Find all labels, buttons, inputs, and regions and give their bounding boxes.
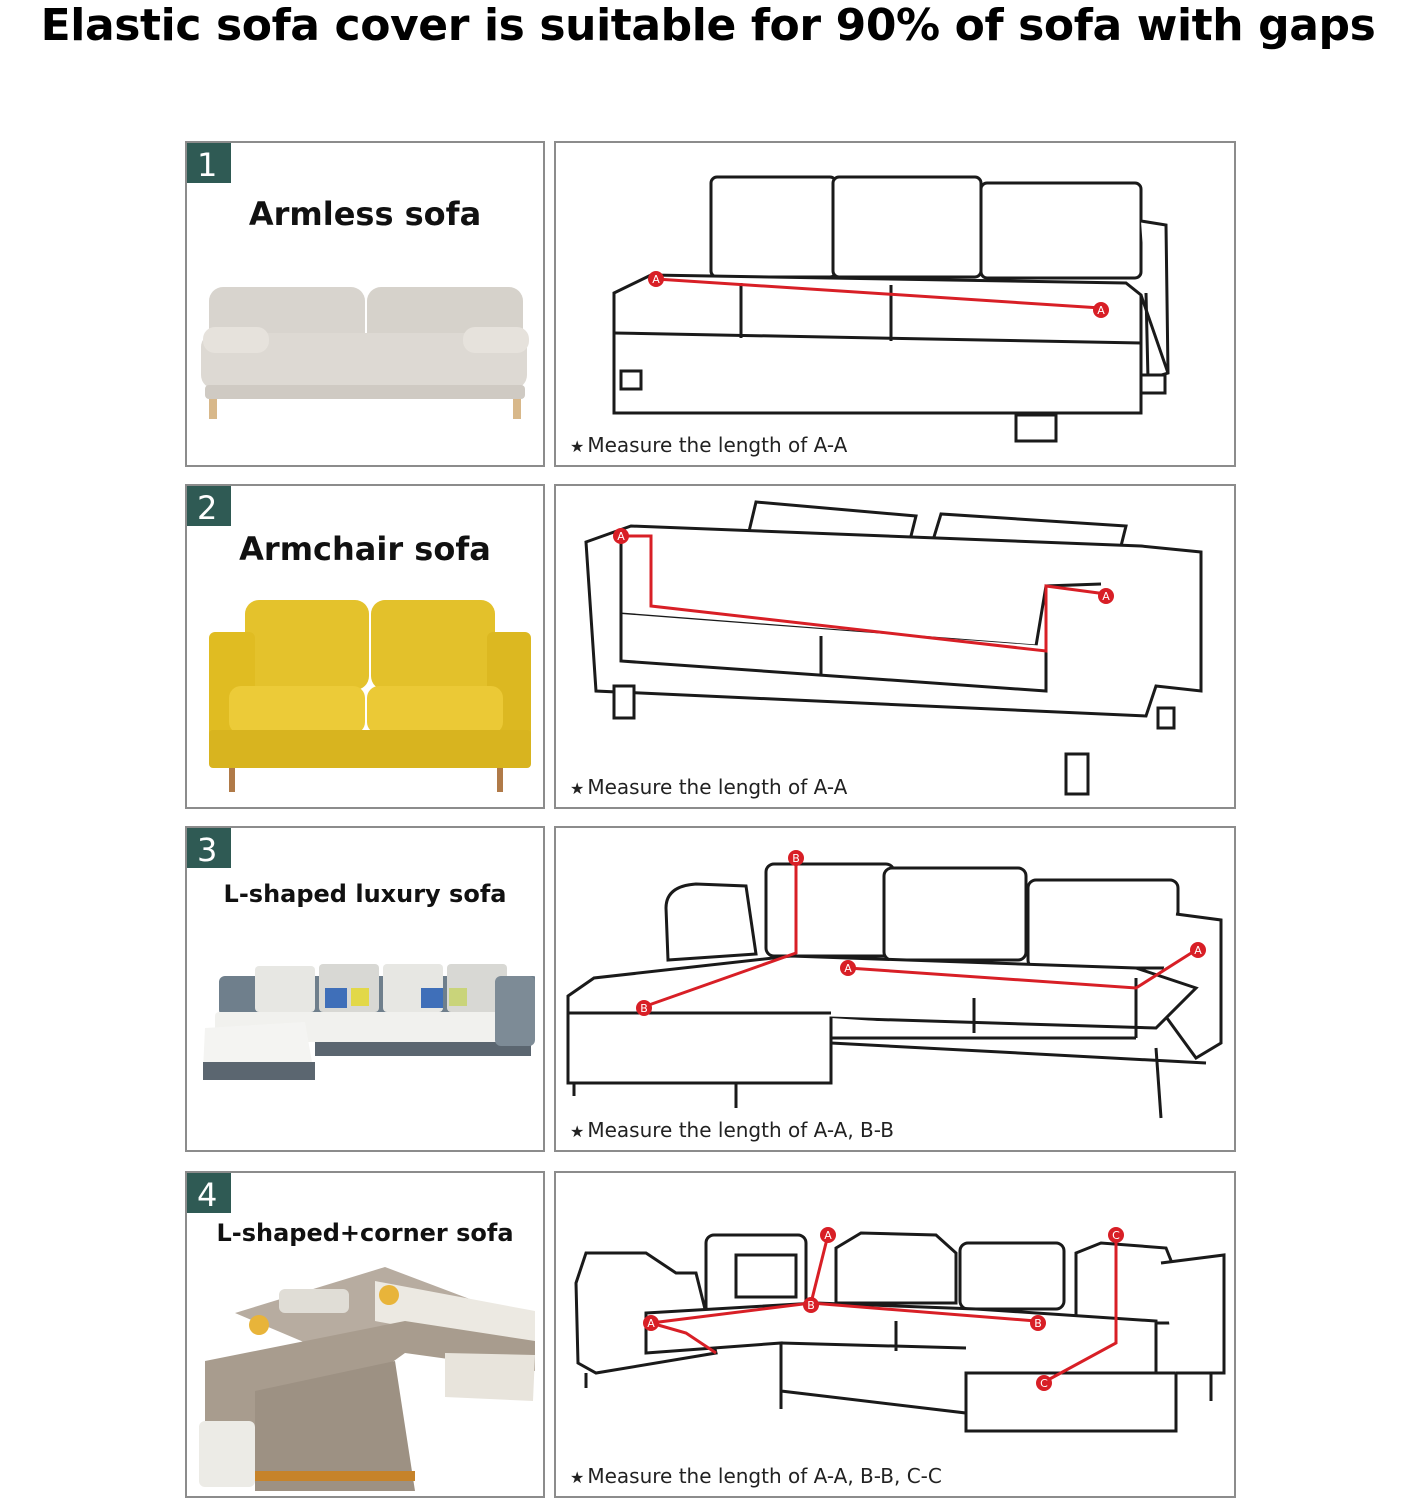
l-shaped-luxury-sofa-photo bbox=[203, 964, 535, 1080]
marker-a-1: A bbox=[844, 962, 852, 975]
armchair-sofa-measure-diagram: A A bbox=[584, 500, 1203, 796]
panel-3-number-badge: 3 bbox=[187, 828, 235, 872]
panel-4-number-badge: 4 bbox=[187, 1173, 235, 1217]
panel-1-caption: ★Measure the length of A-A bbox=[570, 433, 847, 457]
panel-4-photo-card: 4 L-shaped+corner sofa bbox=[185, 1171, 545, 1498]
l-shaped-corner-sofa-photo bbox=[199, 1267, 535, 1491]
marker-a-2: A bbox=[1194, 944, 1202, 957]
marker-a-2: A bbox=[1097, 304, 1105, 317]
panel-3-caption: ★Measure the length of A-A, B-B bbox=[570, 1118, 894, 1142]
panel-3-photo-card: 3 L-shaped luxury sofa bbox=[185, 826, 545, 1152]
panel-2-measure-card: A A ★Measure the length of A-A bbox=[554, 484, 1236, 809]
marker-c-1: C bbox=[1112, 1229, 1120, 1242]
armchair-sofa-photo bbox=[209, 600, 531, 792]
panel-4-title: L-shaped+corner sofa bbox=[216, 1219, 514, 1247]
panel-4-measure-card: A A B B C C ★Measure the length of A-A, … bbox=[554, 1171, 1236, 1498]
l-shaped-corner-sofa-measure-diagram: A A B B C C bbox=[574, 1227, 1226, 1433]
star-icon: ★ bbox=[570, 1122, 585, 1141]
panel-2-caption: ★Measure the length of A-A bbox=[570, 775, 847, 799]
marker-b-2: B bbox=[640, 1002, 648, 1015]
panel-1-caption-text: Measure the length of A-A bbox=[587, 433, 848, 457]
panel-2-caption-text: Measure the length of A-A bbox=[587, 775, 848, 799]
panel-1-photo-card: 1 Armless sofa bbox=[185, 141, 545, 467]
star-icon: ★ bbox=[570, 1468, 585, 1487]
panel-2-number-badge: 2 bbox=[187, 486, 235, 530]
marker-b-1: B bbox=[807, 1299, 815, 1312]
marker-b-2: B bbox=[1034, 1317, 1042, 1330]
marker-a-1: A bbox=[652, 273, 660, 286]
panel-3-measure-card: B B A A ★Measure the length of A-A, B-B bbox=[554, 826, 1236, 1152]
panel-4-caption: ★Measure the length of A-A, B-B, C-C bbox=[570, 1464, 942, 1488]
panel-2-title: Armchair sofa bbox=[239, 530, 491, 568]
armless-sofa-measure-diagram: A A bbox=[612, 175, 1170, 443]
marker-a-1: A bbox=[617, 530, 625, 543]
l-shaped-luxury-sofa-measure-diagram: B B A A bbox=[566, 850, 1223, 1119]
panel-3-caption-text: Measure the length of A-A, B-B bbox=[587, 1118, 894, 1142]
marker-a-2: A bbox=[1102, 590, 1110, 603]
armless-sofa-photo bbox=[201, 287, 529, 419]
star-icon: ★ bbox=[570, 779, 585, 798]
panel-2-photo-card: 2 Armchair sofa bbox=[185, 484, 545, 809]
star-icon: ★ bbox=[570, 437, 585, 456]
page-headline: Elastic sofa cover is suitable for 90% o… bbox=[40, 0, 1376, 51]
marker-c-2: C bbox=[1040, 1377, 1048, 1390]
marker-b-1: B bbox=[792, 852, 800, 865]
panel-3-title: L-shaped luxury sofa bbox=[223, 880, 507, 908]
panel-1-number-badge: 1 bbox=[187, 143, 235, 187]
marker-a-2: A bbox=[647, 1317, 655, 1330]
panel-1-title: Armless sofa bbox=[248, 195, 482, 233]
marker-a-1: A bbox=[824, 1229, 832, 1242]
panel-1-measure-card: A A ★Measure the length of A-A bbox=[554, 141, 1236, 467]
panel-4-caption-text: Measure the length of A-A, B-B, C-C bbox=[587, 1464, 942, 1488]
